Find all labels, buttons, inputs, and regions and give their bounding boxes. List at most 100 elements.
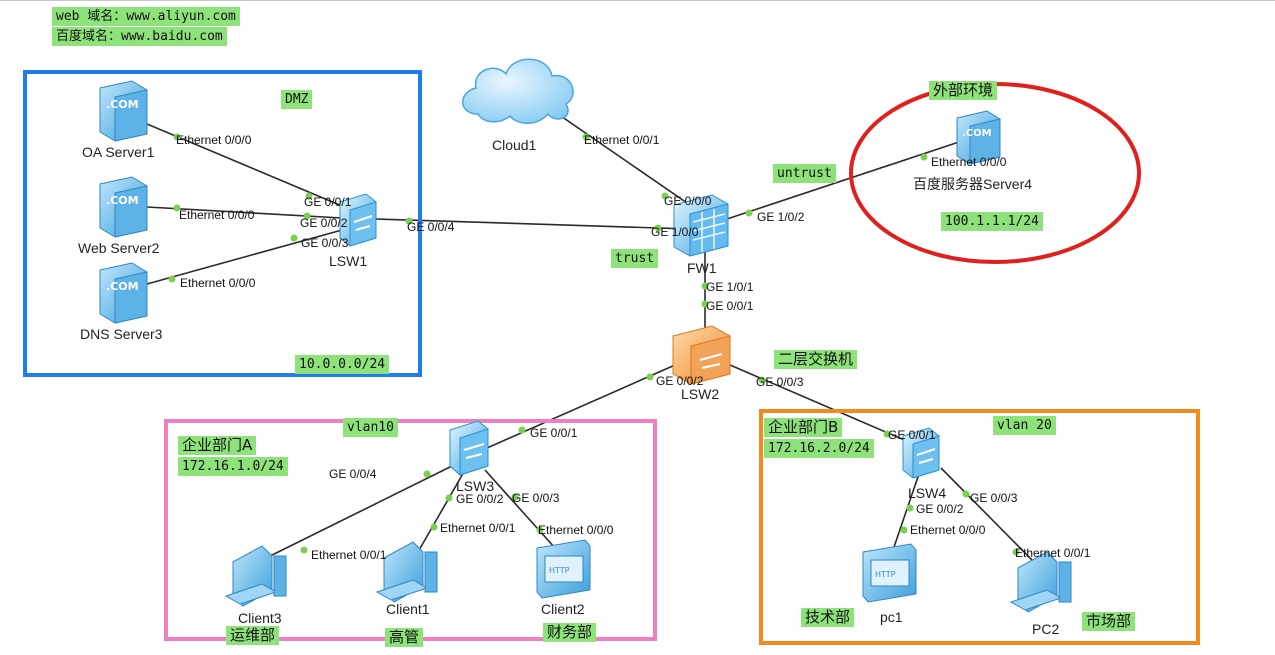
lsw1-port2-label: GE 0/0/2 [300, 216, 348, 230]
link-lsw3-client1 [417, 469, 466, 553]
svg-text:.COM: .COM [106, 280, 139, 293]
client1-label: Client1 [386, 601, 430, 617]
client2-http-icon: HTTP [536, 539, 591, 599]
dmz-subnet-label: 10.0.0.0/24 [295, 355, 390, 374]
svg-text:.COM: .COM [106, 98, 139, 111]
dns-server-icon: .COM [99, 262, 148, 324]
oa-server-icon: .COM [99, 80, 148, 142]
lsw4-port2-label: GE 0/0/2 [916, 502, 964, 516]
market-dept-tag: 市场部 [1082, 612, 1136, 631]
lsw2-port2-label: GE 0/0/2 [656, 374, 704, 388]
cloud-label: Cloud1 [492, 137, 537, 153]
fw-label: FW1 [687, 260, 717, 276]
dept-b-label: 企业部门B [764, 418, 843, 437]
web-server-icon: .COM [99, 176, 148, 238]
dns-port-label: Ethernet 0/0/0 [180, 276, 256, 290]
vlan20-tag: vlan 20 [993, 416, 1056, 435]
external-subnet-label: 100.1.1.1/24 [941, 212, 1043, 231]
lsw2-layer3-switch-icon [672, 325, 731, 385]
client3-label: Client3 [238, 610, 282, 626]
firewall-icon [673, 194, 729, 257]
vlan10-tag: vlan10 [343, 418, 398, 437]
pc1-http-icon: HTTP [862, 543, 917, 603]
client3-pc-icon [224, 545, 287, 607]
cloud-port-label: Ethernet 0/0/1 [584, 133, 660, 147]
links [146, 111, 1033, 561]
client1-pc-icon [375, 541, 438, 603]
pc1-label: pc1 [880, 609, 903, 625]
link-lsw1-fw [375, 218, 691, 230]
lsw4-switch-icon [902, 427, 940, 479]
client3-port-label: Ethernet 0/0/1 [311, 548, 387, 562]
ops-dept-tag: 运维部 [226, 626, 280, 645]
lsw2-label: LSW2 [681, 386, 720, 402]
dept-b-subnet: 172.16.2.0/24 [764, 439, 874, 458]
link-fw-baidu [723, 139, 966, 221]
link-dns-lsw1 [146, 229, 343, 285]
pc2-label: PC2 [1032, 621, 1060, 637]
fw-port-100-label: GE 1/0/0 [651, 225, 699, 239]
dept-b-zone-box [759, 409, 1200, 645]
dept-a-label: 企业部门A [178, 436, 257, 455]
lsw3-label: LSW3 [456, 478, 495, 494]
lsw1-port3-label: GE 0/0/3 [301, 236, 349, 250]
lsw4-label: LSW4 [908, 485, 947, 501]
dmz-label: DMZ [281, 90, 313, 109]
l2-switch-tag: 二层交换机 [774, 350, 858, 369]
fw-port-101-label: GE 1/0/1 [706, 280, 754, 294]
svg-text:.COM: .COM [106, 194, 139, 207]
lsw2-port1-label: GE 0/0/1 [706, 299, 754, 313]
lsw1-port1-label: GE 0/0/1 [304, 195, 352, 209]
baidu-server-label: 百度服务器Server4 [913, 176, 1033, 192]
pc1-port-label: Ethernet 0/0/0 [910, 523, 986, 537]
finance-dept-tag: 财务部 [543, 623, 597, 642]
external-zone-label: 外部环境 [929, 81, 998, 100]
oa-server-label: OA Server1 [82, 144, 155, 160]
lsw4-port1-label: GE 0/0/1 [888, 428, 936, 442]
link-cloud-fw [554, 111, 691, 206]
pc2-pc-icon [1009, 551, 1072, 613]
baidu-port-label: Ethernet 0/0/0 [931, 155, 1007, 169]
dmz-zone-box [23, 70, 422, 377]
lsw1-switch-icon [339, 193, 377, 247]
svg-text:HTTP: HTTP [549, 566, 570, 575]
lsw1-port4-label: GE 0/0/4 [407, 220, 455, 234]
lsw3-port4-label: GE 0/0/4 [329, 467, 377, 481]
lsw4-port3-label: GE 0/0/3 [970, 491, 1018, 505]
external-zone-ellipse [849, 82, 1141, 264]
pc2-port-label: Ethernet 0/0/1 [1015, 546, 1091, 560]
untrust-tag: untrust [773, 164, 836, 183]
dns-server-label: DNS Server3 [80, 326, 163, 342]
web-server-label: Web Server2 [78, 240, 160, 256]
client2-port-label: Ethernet 0/0/0 [538, 523, 614, 537]
lsw3-port3-label: GE 0/0/3 [512, 491, 560, 505]
client1-port-label: Ethernet 0/0/1 [440, 521, 516, 535]
link-endpoints [168, 133, 1020, 556]
lsw3-port2-label: GE 0/0/2 [456, 492, 504, 506]
link-lsw3-client3 [261, 465, 453, 561]
exec-dept-tag: 高管 [385, 628, 424, 647]
link-lsw3-client2 [484, 469, 556, 549]
svg-text:HTTP: HTTP [875, 570, 896, 579]
dept-a-subnet: 172.16.1.0/24 [178, 457, 288, 476]
fw-port-000-label: GE 0/0/0 [664, 194, 712, 208]
note-baidu-domain: 百度域名：www.baidu.com [52, 27, 227, 46]
lsw3-switch-icon [449, 420, 489, 476]
svg-text:.COM: .COM [962, 128, 992, 139]
oa-port-label: Ethernet 0/0/0 [176, 133, 252, 147]
lsw1-label: LSW1 [329, 253, 368, 269]
fw-port-102-label: GE 1/0/2 [757, 210, 805, 224]
link-lsw4-pc2 [940, 467, 1033, 561]
cloud-icon [462, 58, 574, 124]
link-lsw2-lsw3 [477, 364, 676, 453]
note-web-domain: web 域名：www.aliyun.com [52, 7, 240, 26]
web-port-label: Ethernet 0/0/0 [179, 208, 255, 222]
tech-dept-tag: 技术部 [801, 608, 855, 627]
top-border [0, 0, 1275, 1]
lsw2-port3-label: GE 0/0/3 [756, 375, 804, 389]
lsw3-port1-label: GE 0/0/1 [530, 426, 578, 440]
baidu-server-icon: .COM [956, 110, 1001, 165]
trust-tag: trust [611, 249, 659, 268]
client2-label: Client2 [541, 601, 585, 617]
